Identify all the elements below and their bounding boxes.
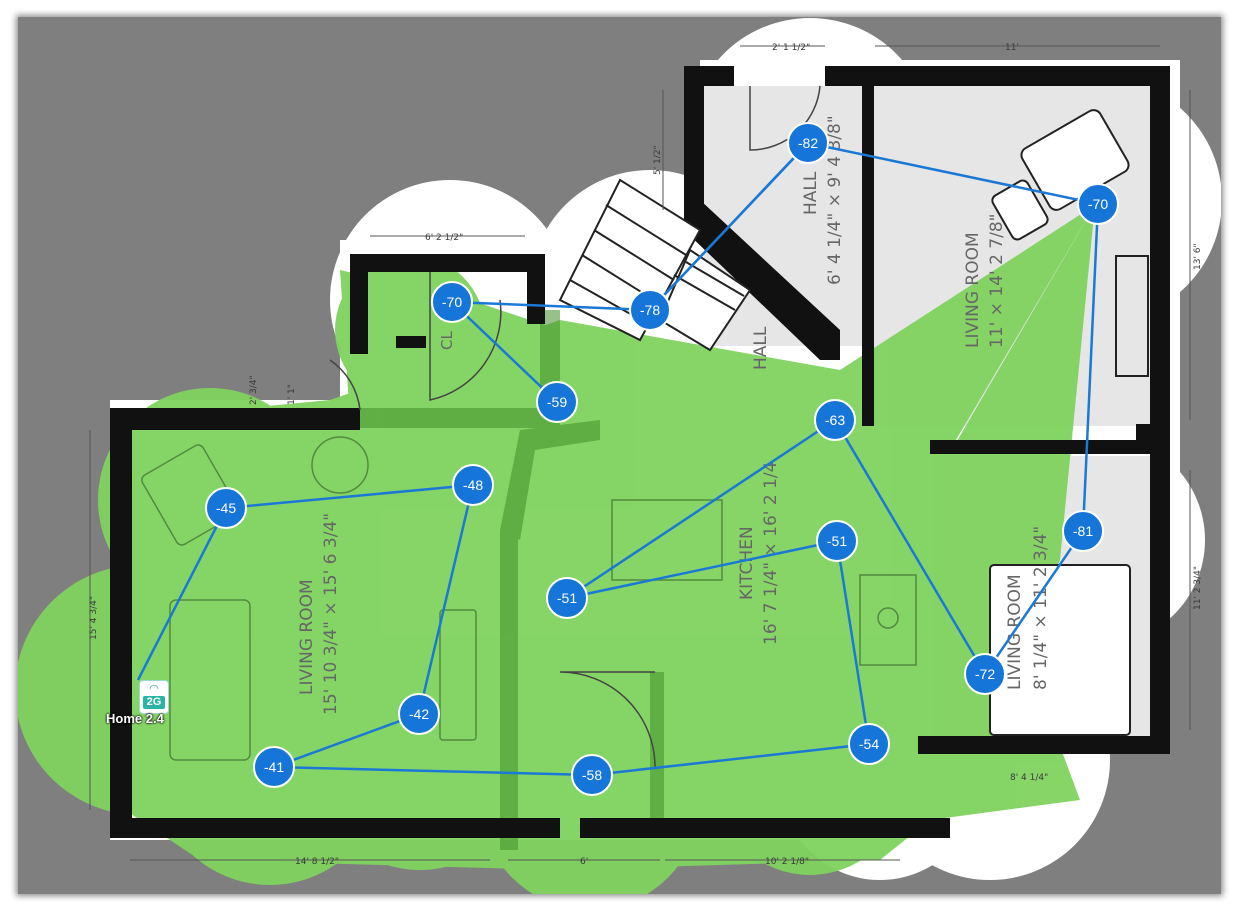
signal-reading-node[interactable]: -42 [398, 693, 440, 735]
dimension-label: 14' 8 1/2" [295, 857, 339, 867]
signal-reading-value: -78 [640, 302, 660, 318]
signal-reading-value: -63 [825, 412, 845, 428]
signal-reading-node[interactable]: -58 [571, 754, 613, 796]
signal-reading-value: -58 [582, 767, 602, 783]
signal-reading-value: -45 [216, 500, 236, 516]
signal-reading-node[interactable]: -63 [814, 399, 856, 441]
signal-reading-node[interactable]: -72 [964, 653, 1006, 695]
signal-reading-value: -48 [463, 477, 483, 493]
signal-reading-marker [571, 754, 613, 796]
signal-reading-marker [431, 281, 473, 323]
signal-reading-marker [1077, 183, 1119, 225]
signal-reading-marker [546, 577, 588, 619]
signal-reading-node[interactable]: -54 [848, 723, 890, 765]
signal-reading-node[interactable]: -41 [253, 746, 295, 788]
dimension-label: 5' 1/2" [653, 145, 663, 175]
signal-reading-value: -70 [442, 294, 462, 310]
furniture [141, 436, 917, 761]
room-name-hall-stairs: HALL [751, 326, 771, 370]
dimension-label: 6' [580, 857, 588, 867]
dimension-lines [89, 45, 1191, 861]
router-marker[interactable]: ◠ 2G [139, 680, 169, 714]
signal-reading-value: -54 [859, 736, 879, 752]
signal-reading-marker [964, 653, 1006, 695]
dimension-label: 2' 1 1/2" [772, 43, 810, 53]
dimension-label: 11' 2 3/4" [1193, 566, 1203, 610]
signal-reading-value: -72 [975, 666, 995, 682]
router-band-badge: 2G [143, 696, 165, 709]
room-name-hall-top: HALL [801, 171, 821, 215]
room-name-closet: CL [438, 331, 456, 350]
signal-reading-value: -42 [409, 706, 429, 722]
signal-reading-node[interactable]: -70 [1077, 183, 1119, 225]
signal-reading-value: -51 [827, 533, 847, 549]
signal-reading-node[interactable]: -48 [452, 464, 494, 506]
signal-reading-node[interactable]: -78 [629, 289, 671, 331]
dimension-label: 8' 4 1/4" [1010, 773, 1048, 783]
room-name-living-main: LIVING ROOM [297, 579, 317, 695]
room-labels: LIVING ROOM 15' 10 3/4" × 15' 6 3/4" KIT… [297, 115, 1051, 715]
signal-reading-marker [205, 487, 247, 529]
signal-reading-value: -70 [1088, 196, 1108, 212]
signal-reading-node[interactable]: -51 [546, 577, 588, 619]
walls [110, 66, 1170, 838]
room-name-kitchen: KITCHEN [737, 526, 757, 600]
room-name-living-ne: LIVING ROOM [963, 232, 983, 348]
dimension-labels: 2' 1 1/2" 11' 5' 1/2" 6' 2 1/2" 13' 6" 2… [89, 43, 1203, 867]
signal-reading-node[interactable]: -82 [787, 122, 829, 164]
room-size-hall-top: 6' 4 1/4" × 9' 4 3/8" [825, 115, 845, 285]
wifi-icon: ◠ [149, 683, 159, 695]
router-name-label: Home 2.4 [106, 711, 164, 726]
signal-readings: -82 -70 -70 -78 -59 -63 -48 -45 -51 -51 -81 -72 -42 -… [205, 122, 1119, 796]
heatmap-frame: 2' 1 1/2" 11' 5' 1/2" 6' 2 1/2" 13' 6" 2… [18, 17, 1221, 894]
signal-reading-value: -59 [547, 394, 567, 410]
signal-reading-value: -81 [1073, 523, 1093, 539]
signal-reading-marker [814, 399, 856, 441]
signal-reading-node[interactable]: -51 [816, 520, 858, 562]
dimension-label: 13' 6" [1193, 243, 1203, 270]
signal-reading-marker [1062, 510, 1104, 552]
signal-reading-marker [253, 746, 295, 788]
signal-reading-value: -41 [264, 759, 284, 775]
signal-reading-marker [787, 122, 829, 164]
signal-reading-marker [398, 693, 440, 735]
signal-reading-value: -82 [798, 135, 818, 151]
dimension-label: 15' 4 3/4" [89, 596, 99, 640]
dimension-label: 11' [1005, 43, 1019, 53]
signal-reading-node[interactable]: -81 [1062, 510, 1104, 552]
room-size-living-se: 8' 1/4" × 11' 2 3/4" [1031, 526, 1051, 690]
signal-reading-marker [452, 464, 494, 506]
signal-reading-marker [629, 289, 671, 331]
room-size-living-main: 15' 10 3/4" × 15' 6 3/4" [321, 513, 341, 715]
signal-reading-marker [848, 723, 890, 765]
dimension-label: 6' 2 1/2" [425, 233, 463, 243]
floor-plan-map[interactable]: 2' 1 1/2" 11' 5' 1/2" 6' 2 1/2" 13' 6" 2… [18, 17, 1221, 894]
dimension-label: 1' 1" [287, 384, 297, 405]
signal-reading-node[interactable]: -45 [205, 487, 247, 529]
room-size-living-ne: 11' × 14' 2 7/8" [987, 214, 1007, 348]
room-size-kitchen: 16' 7 1/4" × 16' 2 1/4 [761, 462, 781, 645]
signal-reading-marker [536, 381, 578, 423]
signal-reading-value: -51 [557, 590, 577, 606]
dimension-label: 10' 2 1/8" [765, 857, 809, 867]
signal-reading-node[interactable]: -70 [431, 281, 473, 323]
dimension-label: 2' 3/4" [249, 375, 259, 405]
signal-reading-node[interactable]: -59 [536, 381, 578, 423]
signal-reading-marker [816, 520, 858, 562]
